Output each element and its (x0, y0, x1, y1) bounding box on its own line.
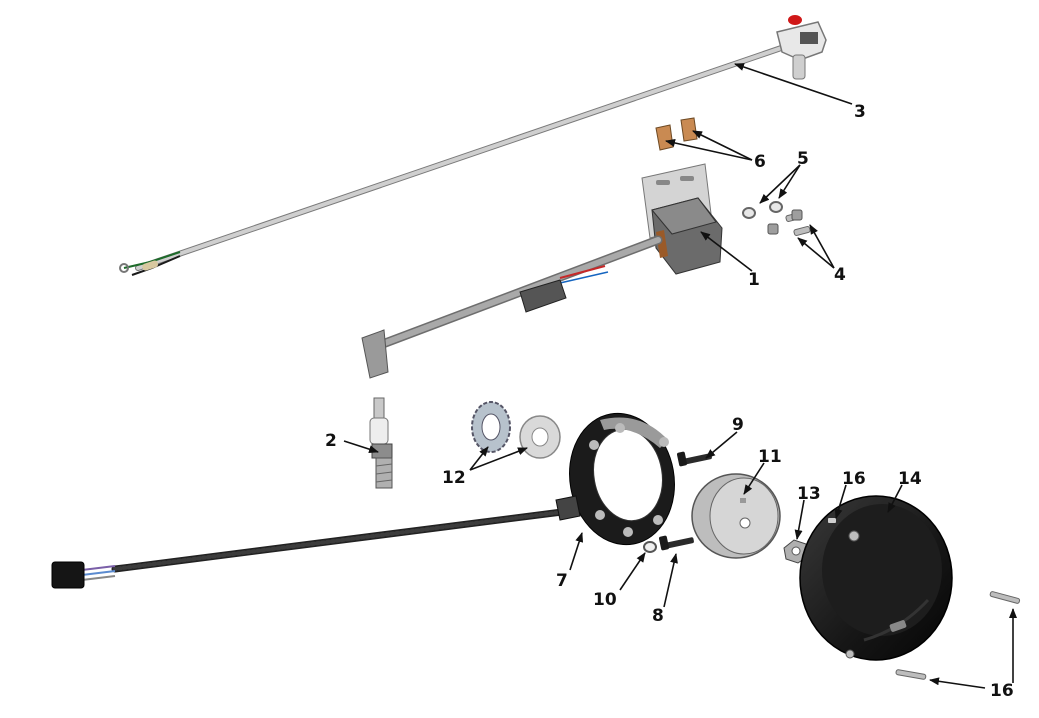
spark-plug-part (369, 397, 393, 489)
callout-13: 13 (797, 484, 821, 504)
callout-10: 10 (593, 590, 617, 610)
callout-11: 11 (758, 447, 782, 467)
callout-1: 1 (748, 270, 760, 290)
kill-switch-part (119, 15, 827, 276)
callout-2: 2 (325, 431, 337, 451)
callout-3: 3 (854, 102, 866, 122)
callout-8: 8 (652, 606, 664, 626)
ring-gear-part (471, 401, 561, 459)
washers-part (742, 201, 783, 219)
copper-clips-part (655, 117, 698, 151)
washer-part-10 (643, 541, 657, 553)
cover-part (799, 495, 953, 661)
bolt-part-8 (659, 535, 694, 551)
flywheel-part (691, 473, 781, 559)
stator-part (51, 412, 675, 589)
callout-9: 9 (732, 415, 744, 435)
callout-4: 4 (834, 265, 846, 285)
callout-16-bottom: 16 (990, 681, 1014, 701)
callout-5: 5 (797, 149, 809, 169)
callout-14: 14 (898, 469, 922, 489)
callout-12: 12 (442, 468, 466, 488)
callout-6: 6 (754, 152, 766, 172)
callout-16-top: 16 (842, 469, 866, 489)
screws-part-16 (895, 591, 1021, 680)
leader-lines (343, 63, 1017, 689)
bolts-part-4 (767, 209, 811, 237)
bolt-part-9 (677, 451, 712, 467)
callout-7: 7 (556, 571, 568, 591)
ignition-coil-part (361, 163, 723, 379)
